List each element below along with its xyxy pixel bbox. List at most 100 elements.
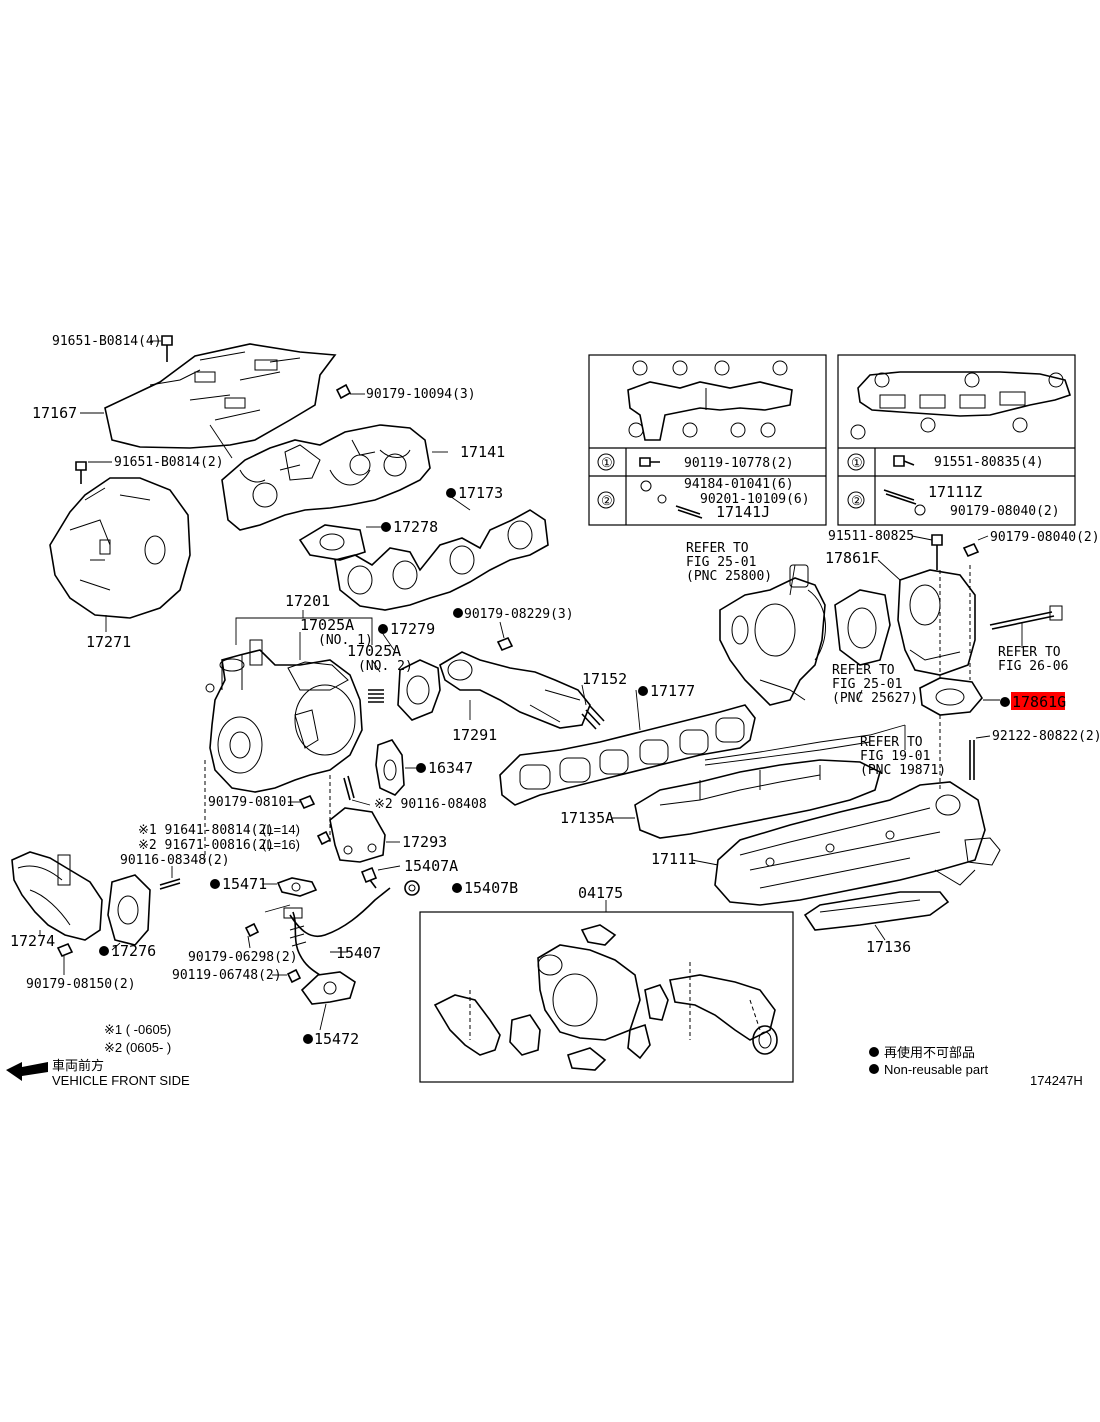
bolt-91511-80825[interactable] [931, 534, 943, 570]
inset-right-marker-1: ① [851, 456, 863, 471]
inset-right-marker-2: ② [851, 494, 863, 509]
inset-left-bolt-icon [639, 457, 660, 467]
label-90116-08408: ※2 90116-08408 [374, 797, 487, 812]
inset-left-marker-2: ② [601, 494, 613, 509]
label-91671-00816: ※2 91671-00816(2) [138, 838, 274, 853]
gasket-15472[interactable] [300, 971, 356, 1005]
inset-right-bolt-icon [893, 455, 915, 467]
bolt-15407a[interactable] [360, 866, 378, 889]
label-90179-06298-2: 90179-06298(2) [188, 950, 298, 965]
label-17201: 17201 [285, 592, 330, 610]
vehicle-front-jp: 車両前方 [52, 1058, 104, 1073]
inset-table-right [837, 354, 1076, 526]
bolt-91641-80814[interactable] [316, 830, 332, 846]
vehicle-front-en: VEHICLE FRONT SIDE [52, 1073, 190, 1088]
label-17278: 17278 [393, 518, 438, 536]
gasket-17279[interactable] [397, 659, 441, 721]
nut-90179-10094-3[interactable] [335, 383, 352, 400]
intake-manifold-17111[interactable] [714, 781, 1001, 906]
inset-right-row1-part: 91551-80835(4) [934, 455, 1044, 470]
refer2-line2: FIG 25-01 [832, 677, 902, 692]
egr-valve-assembly[interactable] [719, 564, 826, 706]
refer2-line1: REFER TO [832, 663, 895, 678]
label-90116-08348-2: 90116-08348(2) [120, 853, 230, 868]
nut-90179-08229-3[interactable] [496, 636, 514, 652]
inset-left-stud-icon [675, 505, 703, 519]
hose-17274[interactable] [11, 851, 103, 941]
turbocharger-17201[interactable] [205, 639, 363, 793]
label-91651-b0814-2: 91651-B0814(2) [114, 455, 224, 470]
inset-right-stud-icon [883, 489, 917, 505]
nut-90179-08101[interactable] [298, 794, 316, 810]
bolt-91651-b0814-4[interactable] [161, 335, 173, 362]
label-17291: 17291 [452, 726, 497, 744]
label-04175: 04175 [578, 884, 623, 902]
gasket-17177[interactable] [499, 704, 756, 806]
label-17279: 17279 [390, 620, 435, 638]
inset-left-row2-part1: 94184-01041(6) [684, 477, 794, 492]
gasket-16347[interactable] [375, 739, 405, 796]
oil-pipe-15407[interactable] [283, 887, 391, 976]
highlight-17861g [1011, 692, 1065, 710]
inset-table-left [588, 354, 827, 526]
gasket-17276[interactable] [107, 874, 151, 946]
refer1-line2: FIG 25-01 [686, 555, 756, 570]
label-17293: 17293 [402, 833, 447, 851]
label-17173: 17173 [458, 484, 503, 502]
label-15472: 15472 [314, 1030, 359, 1048]
label-17136: 17136 [866, 938, 911, 956]
stud-17152[interactable] [581, 705, 605, 730]
stud-17025a-no2[interactable] [368, 689, 384, 703]
bolt-91651-b0814-2[interactable] [75, 461, 87, 484]
inset-right-row2-part2: 90179-08040(2) [950, 504, 1060, 519]
stud-90116-08348[interactable] [159, 878, 181, 890]
label-15407b: 15407B [464, 879, 518, 897]
gasket-17861g[interactable] [919, 677, 983, 716]
stud-92122-80822[interactable] [969, 740, 975, 780]
heat-insulator-17271[interactable] [49, 477, 191, 619]
figure-id: 174247H [1030, 1073, 1083, 1088]
gasket-15471[interactable] [276, 877, 318, 897]
label-17861g: 17861G [1012, 693, 1066, 711]
bolt-egr-long[interactable] [989, 605, 1063, 630]
exhaust-pipe-17152[interactable] [439, 651, 591, 729]
egr-pipe-17861f[interactable] [897, 569, 976, 676]
label-90119-06748-2: 90119-06748(2) [172, 968, 282, 983]
nut-90179-08040-2[interactable] [962, 542, 980, 558]
refer1-line1: REFER TO [686, 541, 749, 556]
inset-right-row2-part1: 17111Z [928, 483, 982, 501]
gasket-kit-04175[interactable] [433, 924, 778, 1071]
label-15471: 15471 [222, 875, 267, 893]
label-91511-80825: 91511-80825 [828, 529, 914, 544]
gasket-17278[interactable] [298, 524, 366, 561]
refer3-line2: FIG 26-06 [998, 659, 1068, 674]
label-17141: 17141 [460, 443, 505, 461]
label-90179-08040-2-a: 90179-08040(2) [990, 530, 1100, 545]
exhaust-manifold-17141[interactable] [221, 424, 431, 531]
bolt-90119-06748[interactable] [286, 968, 302, 984]
gasket-15407b[interactable] [404, 880, 420, 896]
inset-left-row1-part: 90119-10778(2) [684, 456, 794, 471]
insulator-17135a[interactable] [634, 759, 881, 839]
legend-dot-en [869, 1064, 879, 1074]
label-17274: 17274 [10, 932, 55, 950]
bracket-17293[interactable] [329, 807, 386, 863]
vehicle-front-arrow-icon [6, 1062, 48, 1081]
heat-insulator-17167[interactable] [104, 343, 337, 449]
legend-jp: 再使用不可部品 [884, 1045, 975, 1060]
label-15407: 15407 [336, 944, 381, 962]
legend-en: Non-reusable part [884, 1062, 988, 1077]
bolt-90179-06298[interactable] [244, 922, 260, 938]
label-17111: 17111 [651, 850, 696, 868]
gasket-17173[interactable] [334, 509, 549, 611]
label-17025a-1: 17025A [300, 616, 354, 634]
nut-90179-08150[interactable] [56, 942, 74, 958]
label-17167: 17167 [32, 404, 77, 422]
insulator-17136[interactable] [803, 891, 950, 931]
gasket-egr[interactable] [834, 589, 891, 666]
label-l16: (L=16) [262, 837, 300, 852]
stud-90116-08408[interactable] [343, 775, 355, 801]
inset-left-nut-icon [657, 494, 667, 504]
label-17271: 17271 [86, 633, 131, 651]
label-90179-08150-2: 90179-08150(2) [26, 977, 136, 992]
